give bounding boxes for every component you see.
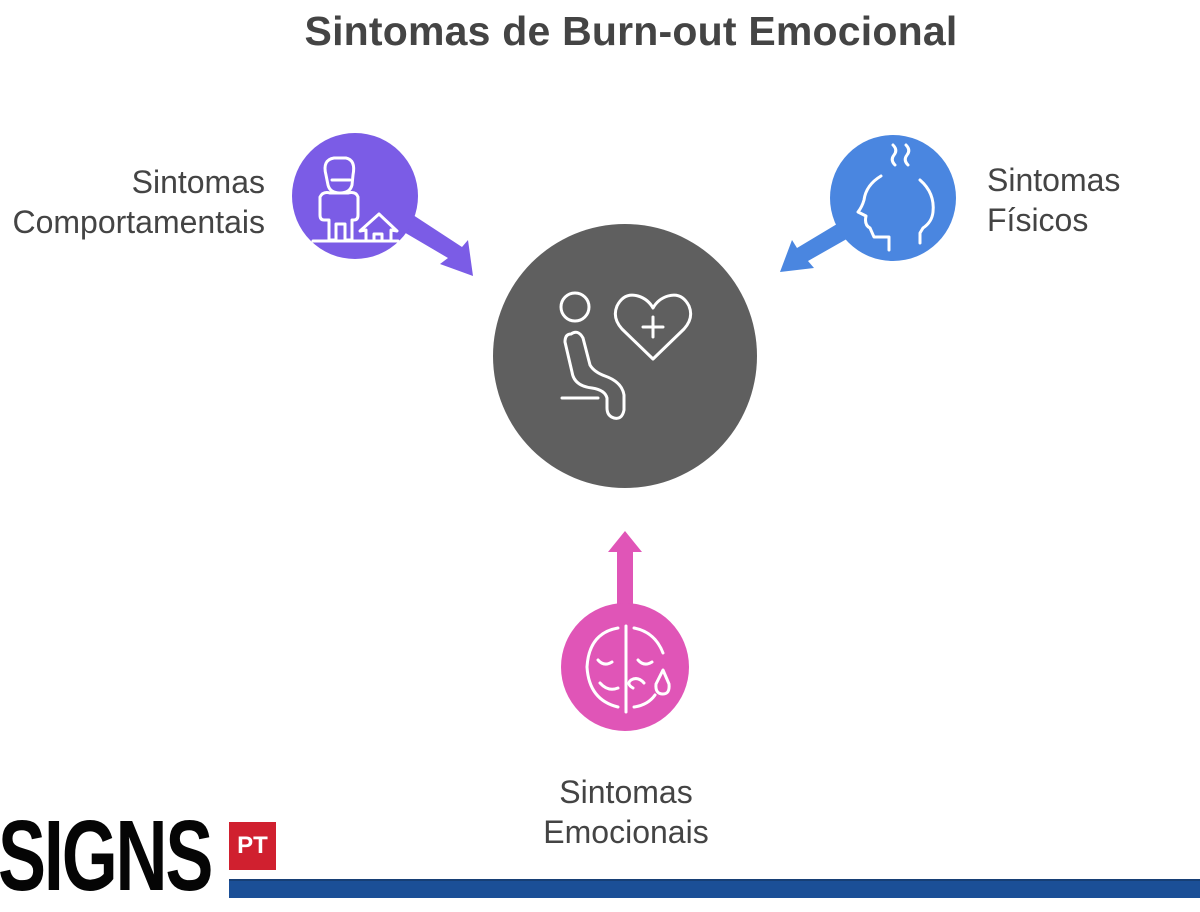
label-emocionais: Sintomas Emocionais [520,772,732,852]
label-line: Físicos [987,202,1089,238]
label-line: Sintomas [559,774,693,810]
label-comportamentais: Sintomas Comportamentais [12,162,265,242]
person-house-icon [311,156,400,243]
label-fisicos: Sintomas Físicos [987,160,1120,240]
node-fisicos [780,135,956,272]
label-line: Sintomas [987,162,1121,198]
node-comportamentais [292,133,473,276]
label-line: Sintomas [131,164,265,200]
sad-face-tear-icon [585,624,671,714]
person-seated-heart-plus-icon [559,291,693,420]
logo-text: SIGNS [0,800,213,912]
footer-bar [229,879,1200,898]
label-line: Comportamentais [12,204,265,240]
logo-badge: PT [229,822,276,870]
center-node [493,224,757,488]
node-emocionais [561,531,689,731]
head-steam-icon [856,143,935,252]
page-title: Sintomas de Burn-out Emocional [304,8,958,54]
label-line: Emocionais [543,814,709,850]
